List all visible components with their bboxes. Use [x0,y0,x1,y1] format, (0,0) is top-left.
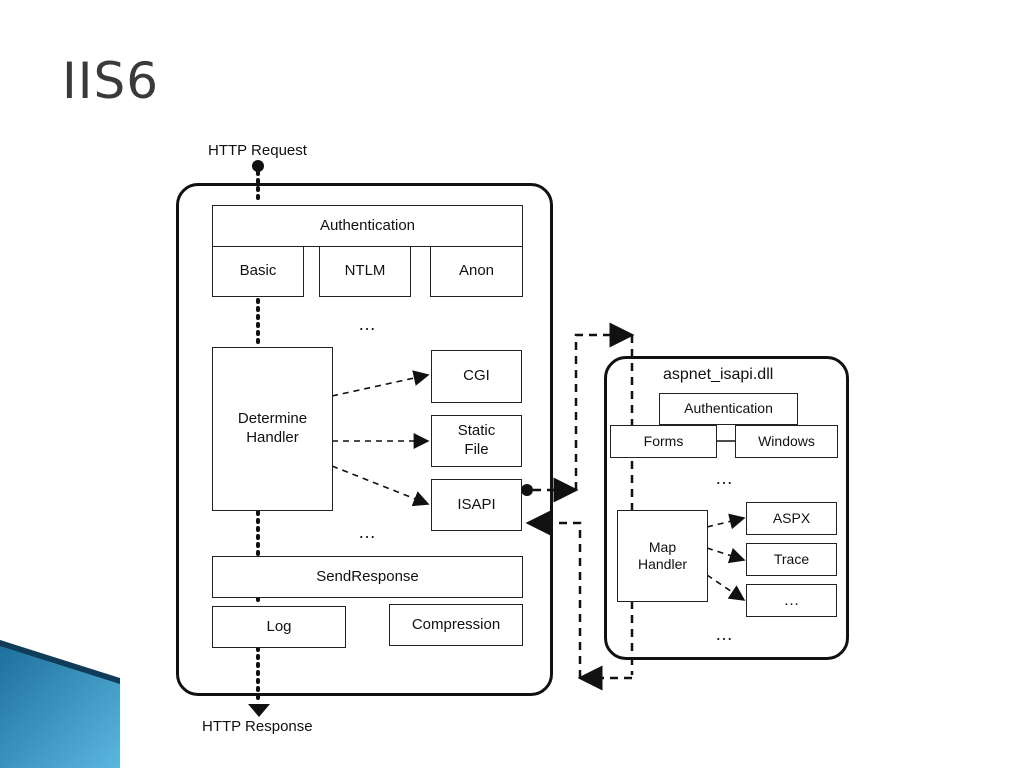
aspnet-ellipsis-upper: … [715,468,735,488]
anon-box: Anon [430,246,523,297]
http-request-label: HTTP Request [208,142,307,159]
aspnet-authentication-box: Authentication [659,393,798,425]
aspnet-isapi-container [604,356,849,660]
authentication-box: Authentication [212,205,523,247]
send-response-box: SendResponse [212,556,523,598]
trace-box: Trace [746,543,837,576]
response-arrowhead [248,704,270,717]
ellipsis-upper: … [358,314,378,334]
log-box: Log [212,606,346,648]
aspnet-ellipsis-lower: … [715,624,735,644]
determine-handler-box: Determine Handler [212,347,333,511]
isapi-box: ISAPI [431,479,522,531]
isapi-out-dot [521,484,533,496]
aspnet-isapi-title: aspnet_isapi.dll [663,366,774,383]
arrow-to-cgi [331,370,430,397]
http-response-label: HTTP Response [202,718,313,735]
ntlm-box: NTLM [319,246,411,297]
iis-container [176,183,553,696]
basic-box: Basic [212,246,304,297]
compression-box: Compression [389,604,523,646]
ellipsis-lower: … [358,522,378,542]
more-handlers-box: … [746,584,837,617]
slide-title: IIS6 [62,52,160,110]
forms-box: Forms [610,425,717,458]
arrow-to-more [706,574,746,601]
request-dot [252,160,264,172]
aspx-box: ASPX [746,502,837,535]
to-aspnet-arrow [574,322,635,490]
static-file-box: Static File [431,415,522,467]
cgi-box: CGI [431,350,522,403]
windows-box: Windows [735,425,838,458]
corner-decoration [0,640,120,768]
map-handler-box: Map Handler [617,510,708,602]
return-to-isapi-arrow [525,510,582,678]
